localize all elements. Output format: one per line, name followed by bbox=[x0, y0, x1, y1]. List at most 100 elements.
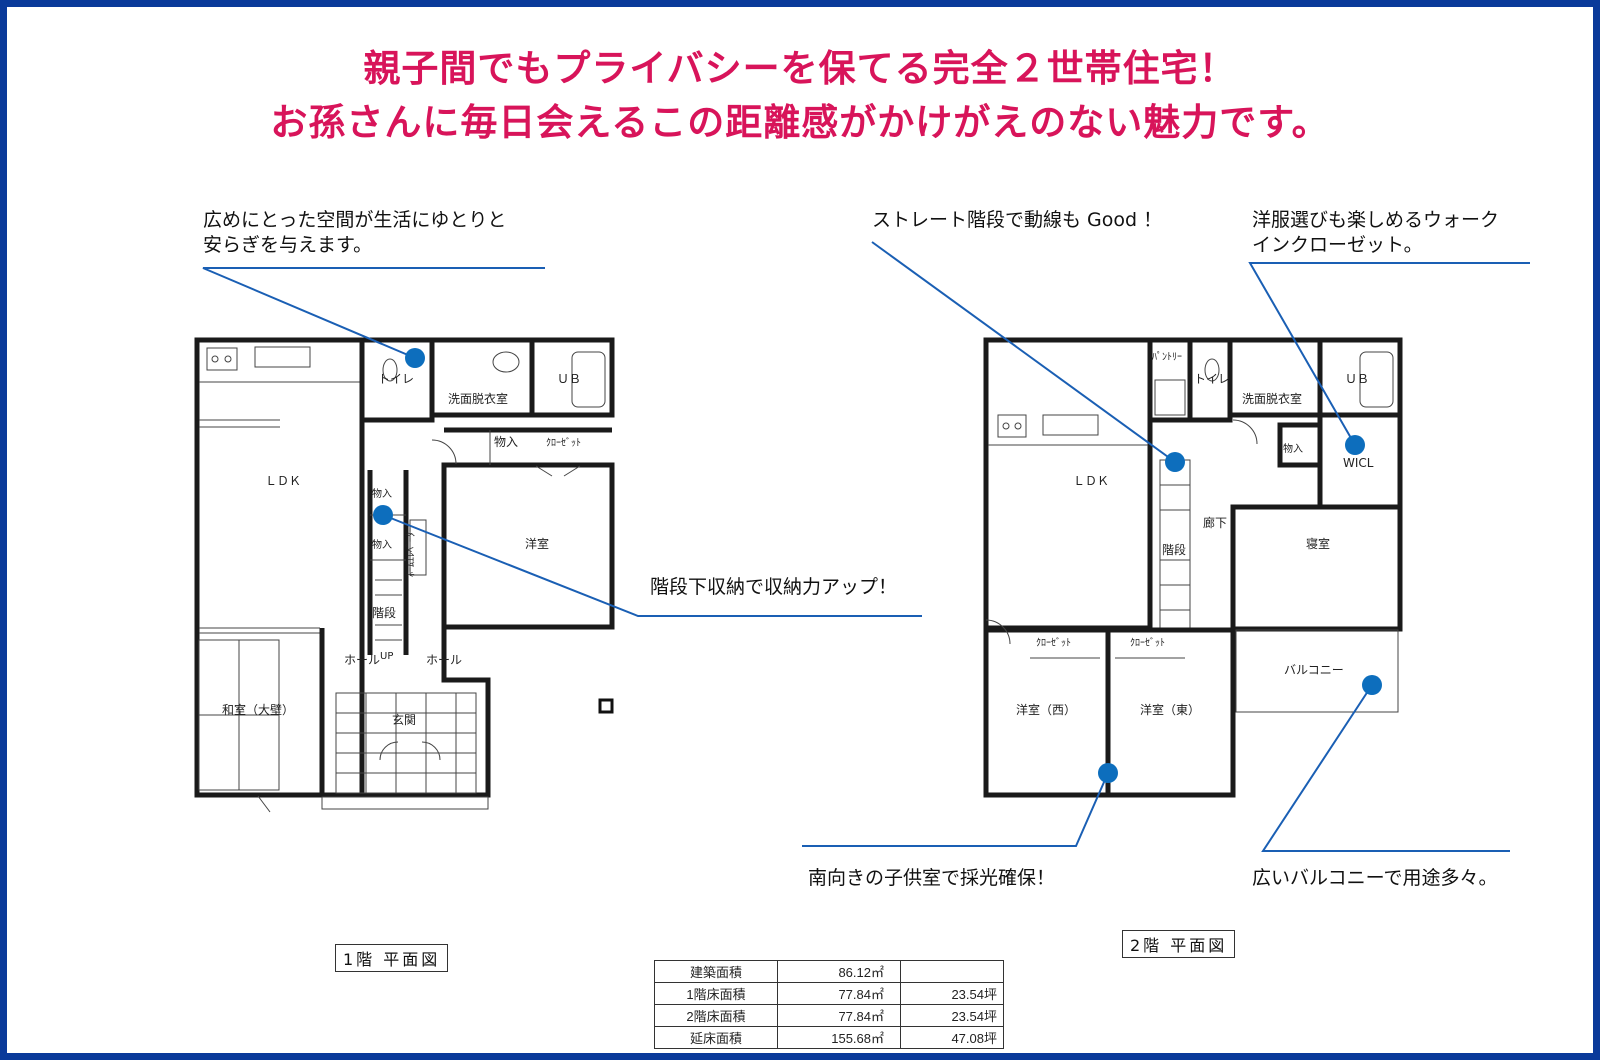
marker-south bbox=[1098, 763, 1118, 783]
callout-stairs: ストレート階段で動線も Good ！ bbox=[872, 209, 1163, 231]
f2-toilet-icon bbox=[1204, 358, 1220, 382]
f1-burner-icon bbox=[211, 355, 219, 363]
callout-lines bbox=[202, 241, 1530, 852]
f1-closet-door bbox=[563, 465, 581, 477]
f1-home-elevator: ﾎｰﾑｴﾚﾍﾞｰﾀｰ bbox=[405, 527, 417, 577]
callout-markers bbox=[373, 348, 1382, 783]
f2-room-pantry: ﾊﾟﾝﾄﾘｰ bbox=[1152, 351, 1182, 363]
headline-line-1: 親子間でもプライバシーを保てる完全２世帯住宅！ bbox=[363, 47, 1237, 90]
f1-entrance-tiles bbox=[335, 692, 477, 794]
f2-burner-icon bbox=[1002, 422, 1010, 430]
f2-washroom-door bbox=[1232, 419, 1258, 445]
f1-room-storage-b: 物入 bbox=[372, 487, 392, 500]
callout-south: 南向きの子供室で採光確保！ bbox=[808, 867, 1056, 889]
f1-door-swing bbox=[257, 795, 271, 813]
callout-space-line-2: 安らぎを与えます。 bbox=[203, 234, 373, 256]
f1-room-ldk: ＬＤＫ bbox=[265, 474, 301, 488]
headline-line-2: お孫さんに毎日会えるこの距離感がかけがえのない魅力です。 bbox=[270, 101, 1330, 144]
f2-room-washroom: 洗面脱衣室 bbox=[1242, 391, 1302, 406]
floor-1-label: 1階 平面図 bbox=[335, 944, 449, 972]
callout-closet-line-1: 洋服選びも楽しめるウォーク bbox=[1252, 209, 1500, 231]
area-table-cell: 延床面積 bbox=[654, 1026, 778, 1049]
f1-ldk-wall bbox=[194, 337, 365, 798]
f2-western-east-wall bbox=[1105, 627, 1236, 798]
area-table-cell: 77.84㎡ bbox=[777, 982, 901, 1005]
callout-closet-line-2: インクローゼット。 bbox=[1252, 234, 1423, 256]
f1-room-toilet: トイレ bbox=[378, 372, 414, 386]
callout-line-closet bbox=[1248, 262, 1530, 446]
f1-closet-door bbox=[535, 465, 553, 477]
f2-room-ub: ＵＢ bbox=[1345, 372, 1369, 386]
marker-closet bbox=[1345, 435, 1365, 455]
f2-western-door bbox=[985, 619, 1011, 645]
f2-room-stairs: 階段 bbox=[1162, 542, 1186, 557]
f1-room-western: 洋室 bbox=[525, 536, 549, 551]
f2-room-balcony: バルコニー bbox=[1284, 663, 1344, 677]
area-table-cell bbox=[900, 960, 1004, 983]
callout-line-stairs bbox=[871, 241, 1176, 463]
f2-room-bedroom: 寝室 bbox=[1306, 536, 1330, 551]
callout-line-balcony bbox=[1261, 684, 1510, 852]
f1-toilet-icon bbox=[382, 358, 398, 382]
callout-line-storage bbox=[382, 514, 922, 617]
f2-storage-wall bbox=[1277, 422, 1323, 468]
f1-bathtub-icon bbox=[571, 351, 606, 408]
area-table-cell: 1階床面積 bbox=[654, 982, 778, 1005]
f1-room-storage-c: 物入 bbox=[372, 538, 392, 551]
f1-room-entrance: 玄関 bbox=[392, 712, 416, 727]
f2-bathtub-icon bbox=[1359, 351, 1394, 408]
marker-space bbox=[405, 348, 425, 368]
f1-room-storage-a: 物入 bbox=[494, 435, 518, 449]
callout-line-space bbox=[202, 267, 545, 359]
area-table-cell: 建築面積 bbox=[654, 960, 778, 983]
f1-porch bbox=[321, 796, 489, 810]
f1-room-hall-right: ホール bbox=[426, 653, 462, 667]
area-table-cell: 23.54坪 bbox=[900, 982, 1004, 1005]
callout-balcony: 広いバルコニーで用途多々。 bbox=[1252, 867, 1498, 889]
f2-stove-icon bbox=[997, 414, 1027, 438]
f2-room-corridor: 廊下 bbox=[1203, 515, 1227, 530]
marker-storage bbox=[373, 505, 393, 525]
f1-pillar-marker bbox=[598, 698, 614, 714]
marker-stairs bbox=[1165, 452, 1185, 472]
floor-2-plan: ﾊﾟﾝﾄﾘｰ トイレ 洗面脱衣室 ＵＢ 物入 WICL ＬＤＫ 廊下 階段 寝室… bbox=[983, 337, 1403, 798]
f2-room-storage: 物入 bbox=[1283, 442, 1303, 455]
f2-room-western-west: 洋室（西） bbox=[1016, 702, 1076, 717]
f2-room-western-east: 洋室（東） bbox=[1140, 702, 1200, 717]
f1-entrance-wall bbox=[319, 627, 491, 798]
area-table-cell: 77.84㎡ bbox=[777, 1004, 901, 1027]
floor-1-plan: ＬＤＫ トイレ 洗面脱衣室 ＵＢ 物入 ｸﾛｰｾﾞｯﾄ 物入 物入 ﾎｰﾑｴﾚﾍ… bbox=[194, 337, 615, 813]
f1-entrance-door bbox=[379, 741, 399, 761]
f1-sink-icon bbox=[254, 346, 311, 368]
floor-2-label: 2階 平面図 bbox=[1122, 930, 1236, 958]
f1-stove-icon bbox=[206, 347, 238, 371]
f1-burner-icon bbox=[224, 355, 232, 363]
f1-room-washroom: 洗面脱衣室 bbox=[448, 391, 508, 406]
f2-room-closet-east: ｸﾛｰｾﾞｯﾄ bbox=[1130, 637, 1165, 649]
f2-balcony bbox=[1235, 629, 1399, 713]
f2-pantry-shelf bbox=[1154, 379, 1186, 416]
callout-line-south bbox=[802, 772, 1109, 847]
area-table-cell: 23.54坪 bbox=[900, 1004, 1004, 1027]
callout-space-line-1: 広めにとった空間が生活にゆとりと bbox=[203, 209, 507, 231]
f1-entrance-door bbox=[421, 741, 441, 761]
area-table-cell: 2階床面積 bbox=[654, 1004, 778, 1027]
callout-storage: 階段下収納で収納力アップ！ bbox=[650, 576, 898, 598]
f2-bedroom-wall bbox=[1230, 504, 1403, 632]
f2-sink-icon bbox=[1042, 414, 1099, 436]
f1-western-door bbox=[431, 439, 457, 465]
marker-balcony bbox=[1362, 675, 1382, 695]
f2-room-toilet: トイレ bbox=[1194, 372, 1230, 386]
f2-room-closet-west: ｸﾛｰｾﾞｯﾄ bbox=[1036, 637, 1071, 649]
area-table-cell: 86.12㎡ bbox=[777, 960, 901, 983]
f1-room-japanese: 和室（大壁） bbox=[222, 702, 294, 717]
f1-room-ub: ＵＢ bbox=[557, 372, 581, 386]
f1-room-hall-left: ホール bbox=[344, 653, 380, 667]
area-table-cell: 47.08坪 bbox=[900, 1026, 1004, 1049]
